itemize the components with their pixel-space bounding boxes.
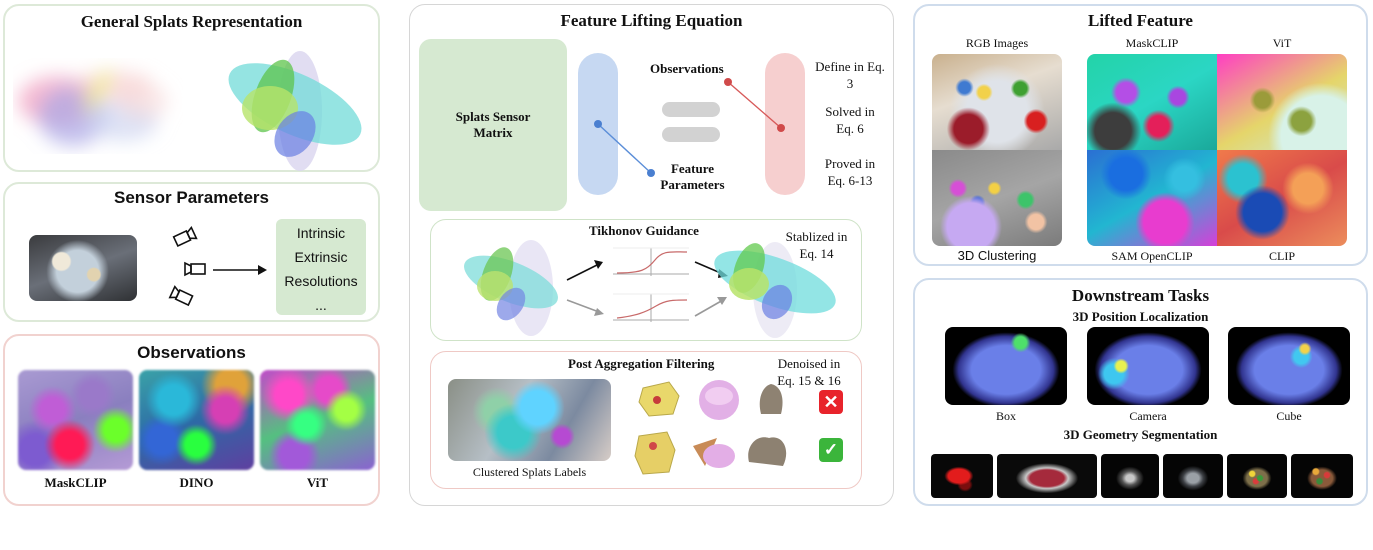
lifted-feature-panel: Lifted Feature RGB Images MaskCLIP ViT 3… (913, 4, 1368, 266)
clustered-splats-image (448, 379, 611, 461)
observation-dino-label: DINO (179, 475, 214, 490)
tikhonov-graphic (464, 240, 836, 338)
downstream-title: Downstream Tasks (1071, 286, 1210, 305)
rgb-label: RGB Images (965, 36, 1029, 50)
param-resolutions: Resolutions (284, 273, 358, 289)
filtering-panel: Post Aggregation Filtering Denoised in E… (430, 351, 862, 489)
accept-symbol: ✓ (823, 440, 839, 459)
reject-icon: ✕ (819, 390, 843, 414)
clip-feature-image (1217, 150, 1347, 246)
splats-sensor-matrix: Splats Sensor Matrix (419, 39, 567, 211)
box-label: Box (995, 409, 1016, 423)
matrix-label: Splats Sensor Matrix (455, 109, 531, 140)
vit-label: ViT (1272, 36, 1292, 50)
observations-panel: Observations MaskCLIP DINO ViT (3, 334, 380, 506)
observation-vit-label: ViT (306, 475, 329, 490)
splats-title: General Splats Representation (80, 12, 303, 31)
camera-icons (168, 225, 206, 307)
segmentation-cube-image (1227, 454, 1287, 498)
sensor-arrow (213, 265, 267, 275)
camera-label: Camera (1129, 409, 1167, 423)
downstream-panel: Downstream Tasks 3D Position Localizatio… (913, 278, 1368, 506)
lifting-title: Feature Lifting Equation (560, 11, 743, 30)
maskclip-feature-image (1087, 54, 1217, 150)
sensor-params-box: Intrinsic Extrinsic Resolutions ... (276, 219, 366, 315)
segmentation-chair-image (931, 454, 993, 498)
sensor-panel: Sensor Parameters Intrinsic Extrinsic Re… (3, 182, 380, 322)
rgb-image (932, 54, 1062, 150)
observations-vector (765, 53, 805, 195)
note-proved: Proved in Eq. 6-13 (824, 156, 876, 188)
guidance-curve-bottom (613, 293, 689, 322)
tikhonov-panel: Tikhonov Guidance Stablized in Eq. 14 (430, 219, 862, 341)
localization-title: 3D Position Localization (1072, 309, 1209, 324)
segmentation-tray-image (997, 454, 1097, 498)
sam-label: SAM OpenCLIP (1111, 249, 1193, 263)
camera-icon (172, 225, 198, 247)
filtered-objects (634, 380, 787, 475)
sensor-title: Sensor Parameters (114, 188, 269, 207)
cube-label: Cube (1276, 409, 1302, 423)
equals-bar-top (662, 102, 720, 117)
sharp-splats-graphic (228, 51, 362, 171)
observation-maskclip-label: MaskCLIP (44, 475, 107, 490)
observations-label: Observations (650, 61, 724, 76)
clustering-image (932, 150, 1062, 246)
localization-box-image (945, 327, 1067, 405)
accept-icon: ✓ (819, 438, 843, 462)
equals-bar-bottom (662, 127, 720, 142)
vit-feature-image (1217, 54, 1347, 150)
sam-feature-image (1087, 150, 1217, 246)
lifting-panel: Feature Lifting Equation Splats Sensor M… (409, 4, 894, 506)
observations-title: Observations (137, 343, 246, 362)
lifted-title: Lifted Feature (1088, 11, 1193, 30)
lifting-connectors (594, 78, 785, 177)
segmentation-device-image (1163, 454, 1223, 498)
filtering-note: Denoised in Eq. 15 & 16 (777, 356, 841, 388)
clustering-label: 3D Clustering (957, 248, 1037, 263)
tikhonov-note: Stablized in Eq. 14 (785, 229, 848, 261)
observation-dino-image (139, 370, 254, 470)
splats-before (464, 240, 558, 336)
clip-label: CLIP (1268, 249, 1295, 263)
splats-after (714, 242, 836, 338)
blurry-splats-graphic (18, 69, 168, 146)
guidance-curve-top (613, 247, 689, 276)
observation-maskclip-image (18, 370, 133, 470)
maskclip-label: MaskCLIP (1125, 36, 1179, 50)
param-extrinsic: Extrinsic (294, 249, 348, 265)
clustered-splats-label: Clustered Splats Labels (472, 465, 587, 479)
reject-symbol: ✕ (823, 392, 839, 412)
note-solved: Solved in Eq. 6 (825, 104, 875, 136)
segmentation-title: 3D Geometry Segmentation (1063, 427, 1218, 442)
splats-panel: General Splats Representation (3, 4, 380, 172)
feature-parameters-label: Feature Parameters (660, 161, 725, 192)
filtering-title: Post Aggregation Filtering (568, 356, 715, 371)
observation-vit-image (260, 370, 375, 470)
camera-icon (168, 285, 194, 307)
segmentation-rubik-image (1291, 454, 1353, 498)
localization-cube-image (1228, 327, 1350, 405)
param-more: ... (315, 297, 327, 313)
tikhonov-title: Tikhonov Guidance (589, 223, 699, 238)
note-define: Define in Eq. 3 (815, 59, 885, 91)
param-intrinsic: Intrinsic (296, 225, 346, 241)
scene-thumbnail (29, 235, 137, 301)
segmentation-camera-image (1101, 454, 1159, 498)
camera-icon (184, 261, 206, 277)
localization-camera-image (1087, 327, 1209, 405)
